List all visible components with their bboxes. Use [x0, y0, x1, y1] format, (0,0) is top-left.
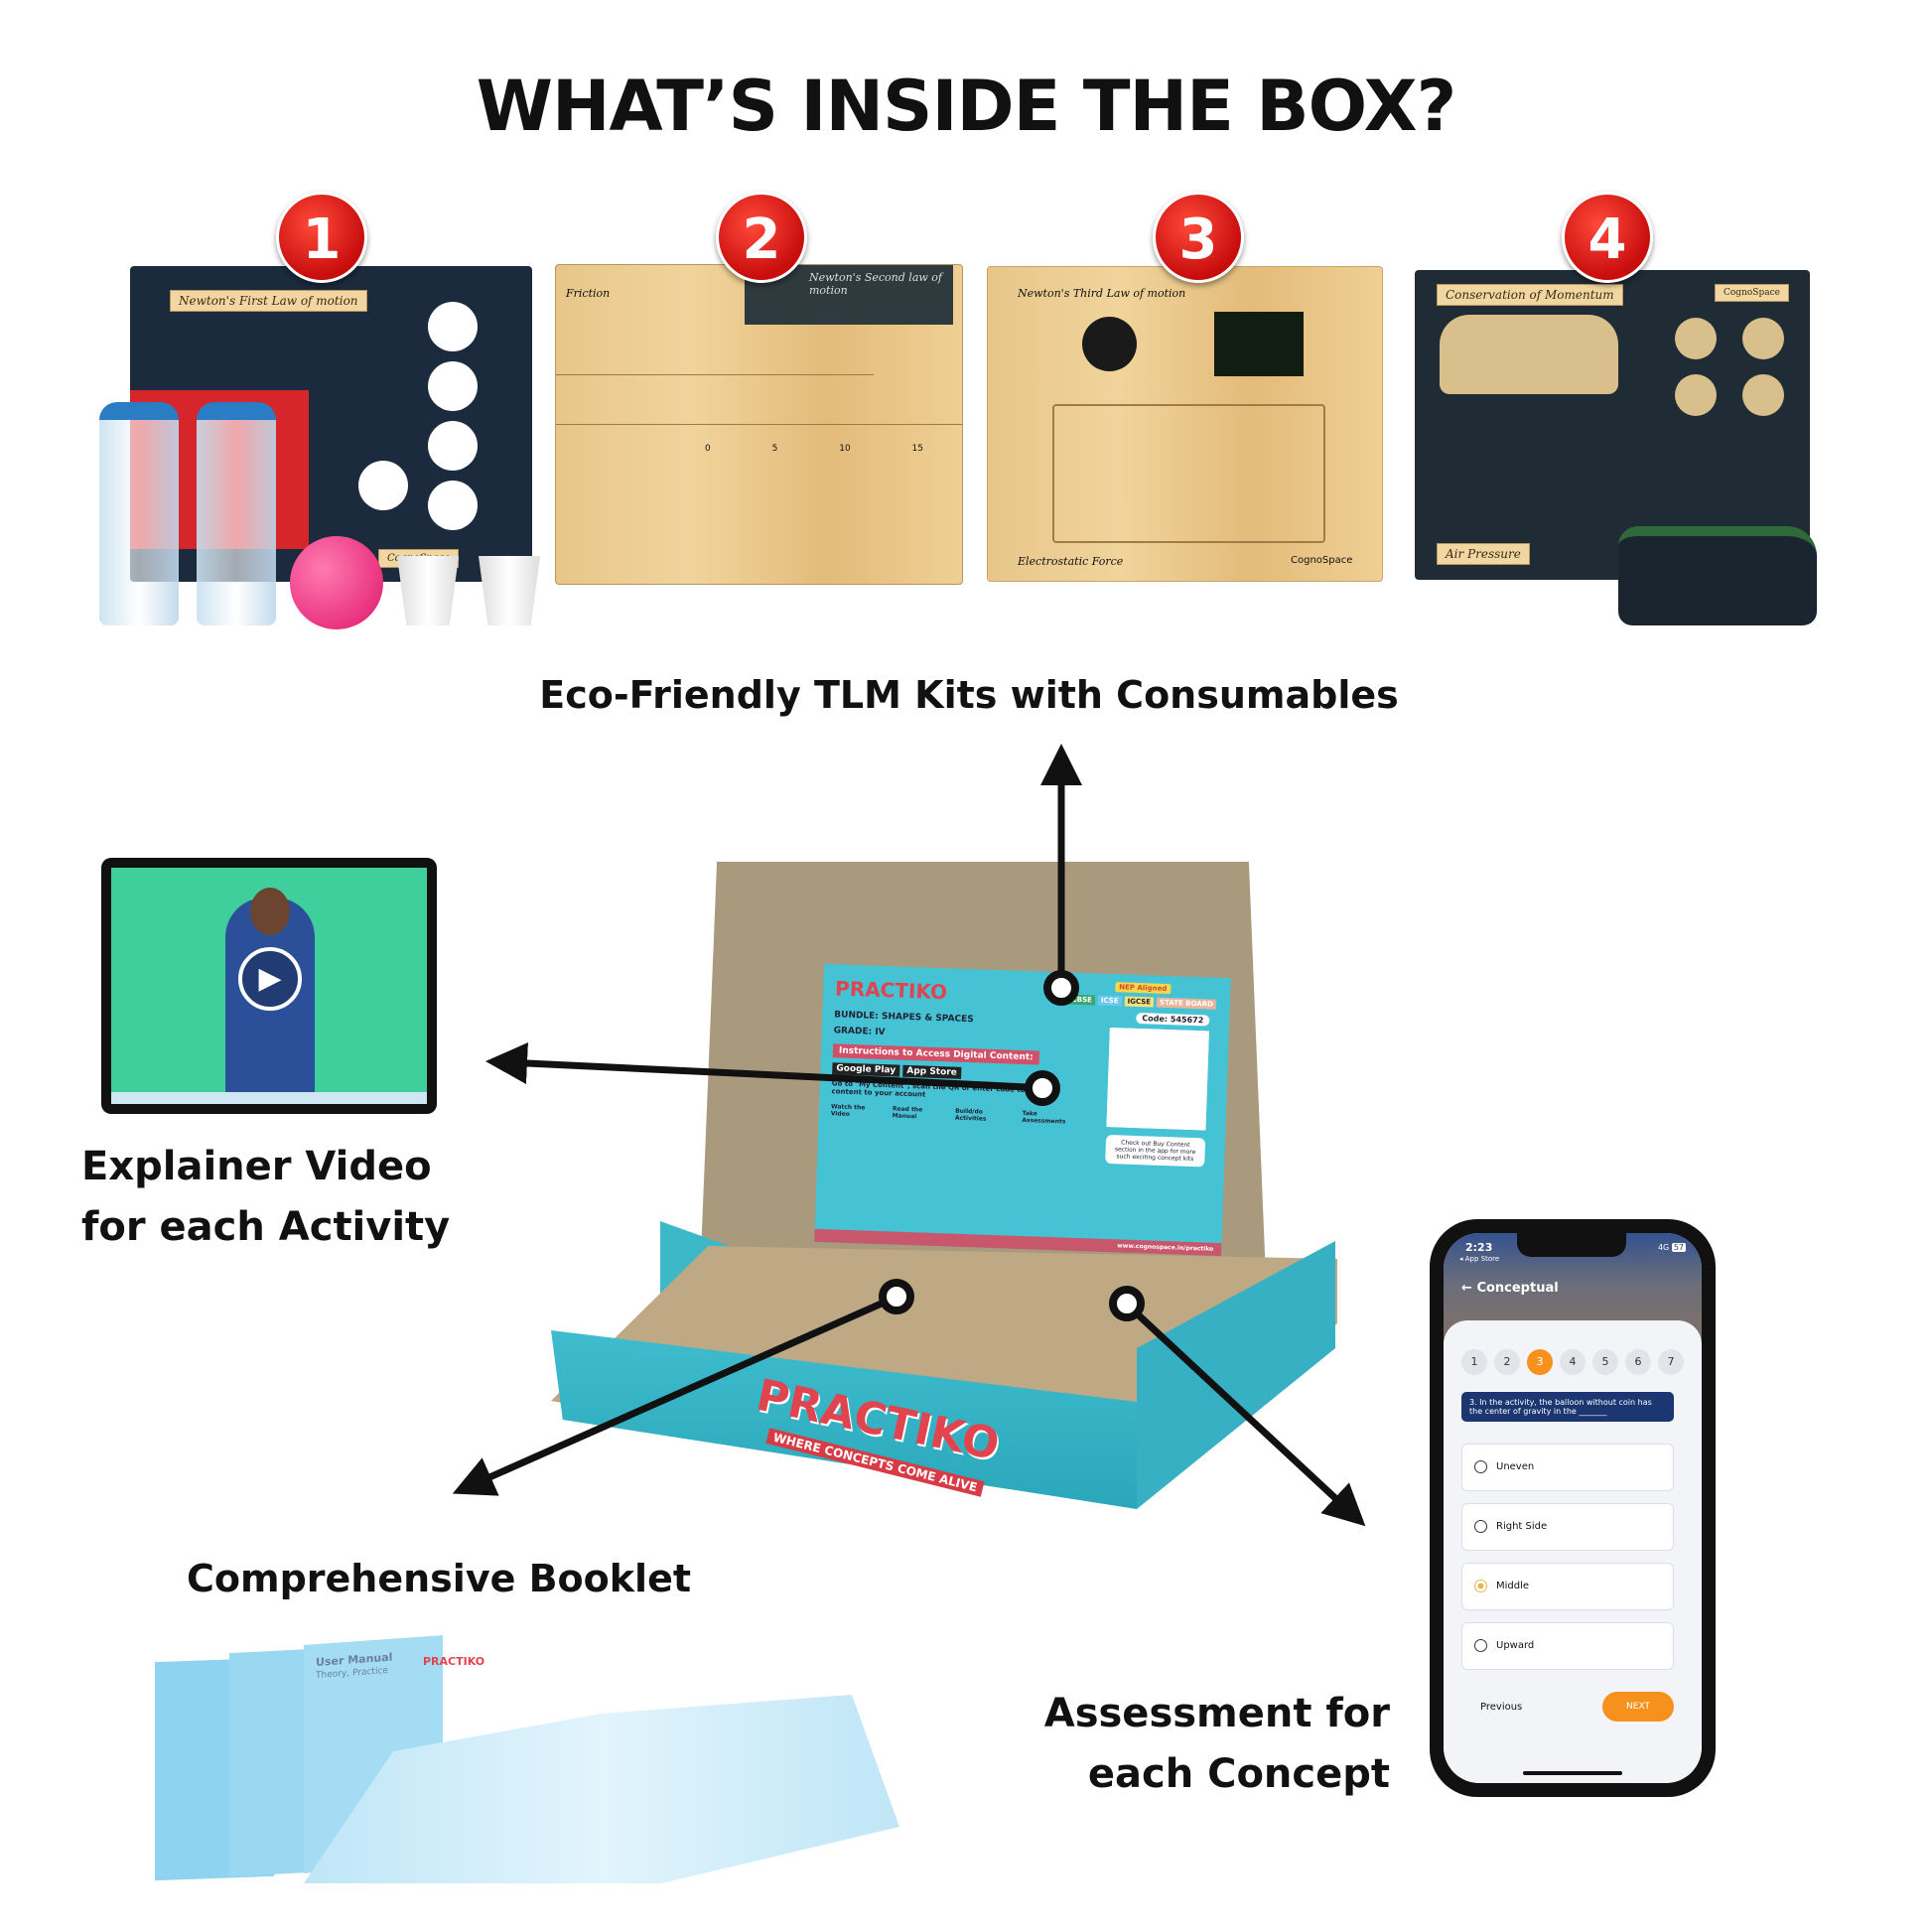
kit-sublabel: Electrostatic Force [1018, 555, 1124, 568]
assessment-label: Assessment for each Concept [993, 1684, 1390, 1805]
ball [290, 536, 383, 629]
kit-sublabel: Air Pressure [1437, 543, 1530, 565]
brand-plate: CognoSpace [1291, 555, 1353, 566]
kit-plate: Newton's First Law of motion [170, 290, 367, 312]
question-number-active[interactable]: 3 [1527, 1349, 1553, 1375]
booklet-label: Comprehensive Booklet [187, 1557, 692, 1600]
kit-plate: Newton's Second law of motion [809, 271, 942, 297]
question-number[interactable]: 2 [1494, 1349, 1520, 1375]
water-bottle [197, 402, 276, 625]
radio-icon [1474, 1460, 1487, 1473]
radio-selected-icon [1474, 1580, 1487, 1592]
option-label: Middle [1496, 1581, 1530, 1591]
signal-indicator: 4G [1657, 1243, 1670, 1252]
back-to-app-store[interactable]: ◂ App Store [1459, 1255, 1500, 1263]
kits-label: Eco-Friendly TLM Kits with Consumables [539, 673, 1399, 717]
arrow-to-booklet [452, 1299, 886, 1496]
kit-2-board: Friction Newton's Second law of motion 0… [555, 264, 963, 585]
answer-option[interactable]: Uneven [1461, 1444, 1674, 1491]
question-number[interactable]: 6 [1625, 1349, 1651, 1375]
brand-plate: CognoSpace [1715, 284, 1789, 302]
question-number[interactable]: 5 [1592, 1349, 1618, 1375]
scale-tick: 15 [911, 444, 923, 454]
connector-dot [1025, 1070, 1060, 1106]
connector-dot [1043, 970, 1079, 1006]
answer-option[interactable]: Right Side [1461, 1503, 1674, 1551]
scale-tick: 5 [771, 444, 778, 454]
option-label: Right Side [1496, 1521, 1548, 1532]
kit-number-badge: 2 [716, 192, 807, 283]
assessment-label-line: Assessment for [1043, 1691, 1390, 1736]
question-number[interactable]: 4 [1560, 1349, 1586, 1375]
scale-tick: 0 [705, 444, 711, 454]
paper-cup [397, 556, 459, 625]
video-label: Explainer Video for each Activity [81, 1137, 450, 1258]
question-text: 3. In the activity, the balloon without … [1461, 1392, 1674, 1422]
page-title: WHAT’S INSIDE THE BOX? [476, 66, 1457, 147]
connector-dot [1109, 1286, 1145, 1321]
question-number[interactable]: 1 [1461, 1349, 1487, 1375]
connector-dot [879, 1279, 914, 1314]
back-arrow-icon[interactable]: ← [1461, 1281, 1472, 1296]
play-icon[interactable]: ▶ [238, 947, 302, 1011]
arrow-to-assessment [1135, 1311, 1366, 1527]
scale-tick: 10 [839, 444, 851, 454]
assessment-label-line: each Concept [1087, 1751, 1390, 1797]
next-button[interactable]: NEXT [1602, 1692, 1674, 1722]
kit-3-board: Newton's Third Law of motion Electrostat… [987, 266, 1383, 582]
video-label-line: for each Activity [81, 1204, 451, 1250]
option-label: Upward [1496, 1640, 1535, 1651]
booklet-brand: PRACTIKO [423, 1655, 485, 1668]
previous-button[interactable]: Previous [1480, 1702, 1523, 1713]
kit-number-badge: 4 [1562, 192, 1653, 283]
question-number[interactable]: 7 [1658, 1349, 1684, 1375]
radio-icon [1474, 1639, 1487, 1652]
answer-option[interactable]: Upward [1461, 1622, 1674, 1670]
kit-number-badge: 1 [276, 192, 367, 283]
screen-title: Conceptual [1476, 1281, 1559, 1296]
arrow-to-video [485, 1042, 1029, 1091]
paper-cup [479, 556, 540, 625]
kit-sublabel: Friction [566, 287, 611, 300]
video-label-line: Explainer Video [81, 1144, 432, 1189]
battery-indicator: 57 [1671, 1243, 1686, 1252]
practiko-box: PRACTIKO BUNDLE: SHAPES & SPACES GRADE: … [551, 854, 1337, 1517]
kit-plate: Conservation of Momentum [1437, 284, 1623, 306]
kit-plate: Newton's Third Law of motion [1018, 287, 1186, 300]
water-bottle [99, 402, 179, 625]
video-tablet: ▶ [101, 858, 437, 1114]
kit-number-badge: 3 [1153, 192, 1244, 283]
answer-option-selected[interactable]: Middle [1461, 1563, 1674, 1610]
booklets: User Manual Theory, Practice PRACTIKO [155, 1635, 910, 1888]
radio-icon [1474, 1520, 1487, 1533]
toy-car [1618, 526, 1817, 625]
status-time: 2:23 [1465, 1241, 1493, 1254]
option-label: Uneven [1496, 1461, 1535, 1472]
